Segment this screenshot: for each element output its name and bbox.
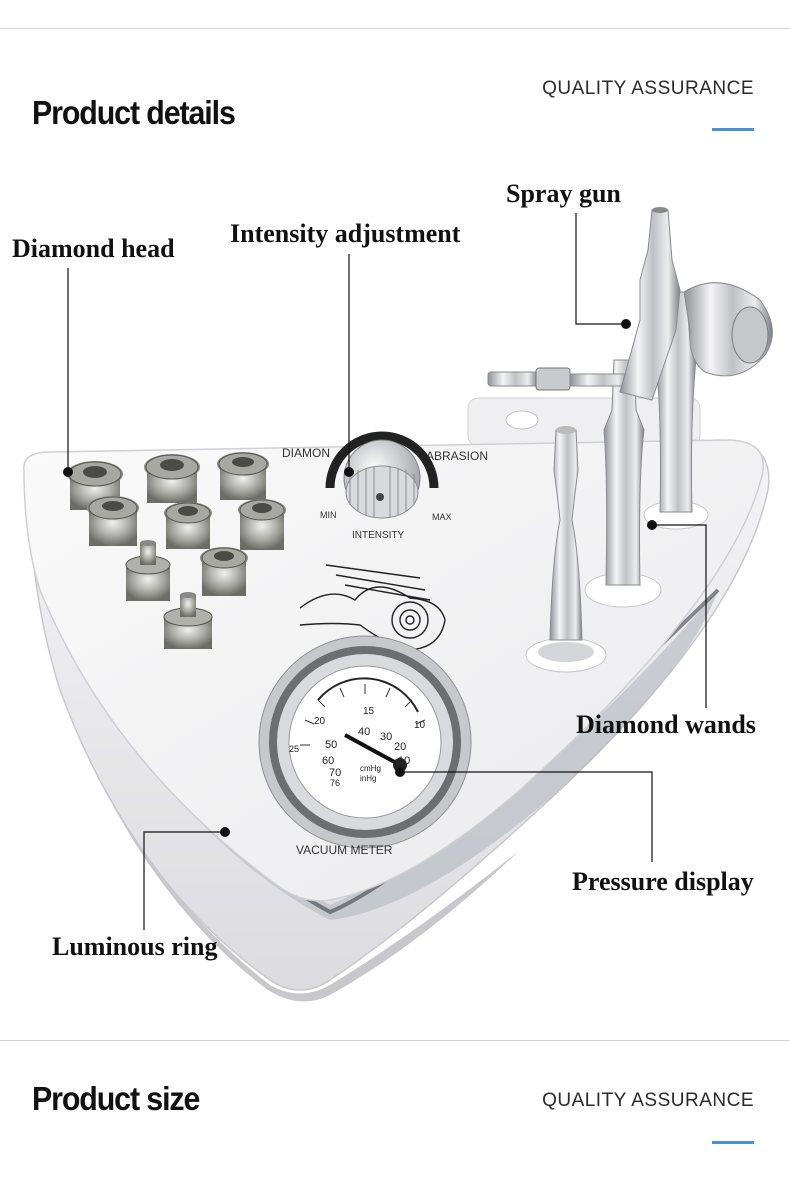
knob-icon [325, 431, 439, 519]
page-title: Product details [32, 94, 236, 131]
callout-intensity-adjustment: Intensity adjustment [230, 219, 461, 248]
section-divider [0, 1040, 790, 1041]
diamond-tip-icon [67, 452, 286, 649]
gauge-number: 60 [322, 755, 334, 767]
gauge-label: VACUUM METER [296, 843, 393, 857]
callout-spray-gun: Spray gun [506, 179, 621, 208]
gauge-icon [258, 635, 472, 849]
knob-label: INTENSITY [352, 530, 405, 541]
callout-diamond-head: Diamond head [12, 234, 175, 263]
accent-bar [712, 128, 754, 131]
gauge-number: 30 [380, 731, 392, 743]
gauge-number: 15 [363, 706, 375, 717]
wand-icon [525, 291, 709, 673]
gauge-number: 70 [329, 767, 341, 779]
quality-assurance-label: QUALITY ASSURANCE [542, 78, 754, 99]
gauge-unit-in: inHg [360, 774, 376, 783]
gauge-number: 40 [358, 726, 370, 738]
product-image: DIAMON ABRASION MIN MAX INTENSITY [23, 207, 773, 1002]
callout-luminous-ring: Luminous ring [52, 932, 218, 961]
gauge-unit-cm: cmHg [360, 764, 381, 773]
gauge-number: 20 [394, 741, 406, 753]
panel-label-right: ABRASION [426, 449, 488, 463]
gauge-number: 50 [325, 739, 337, 751]
top-divider [0, 28, 790, 29]
accent-bar [712, 1141, 754, 1144]
quality-assurance-label: QUALITY ASSURANCE [542, 1090, 754, 1111]
gauge-number: 25 [289, 744, 299, 754]
callout-pressure-display: Pressure display [572, 867, 754, 896]
product-size-title: Product size [32, 1080, 200, 1117]
callout-diamond-wands: Diamond wands [576, 710, 756, 739]
panel-label-left: DIAMON [282, 446, 330, 460]
gauge-number: 76 [330, 778, 340, 788]
knob-max-label: MAX [432, 512, 452, 522]
knob-min-label: MIN [320, 510, 337, 520]
gauge-number: 10 [398, 755, 410, 767]
gauge-number: 10 [414, 720, 426, 731]
spray-gun-icon [487, 207, 773, 401]
gauge-number: 20 [314, 716, 326, 727]
